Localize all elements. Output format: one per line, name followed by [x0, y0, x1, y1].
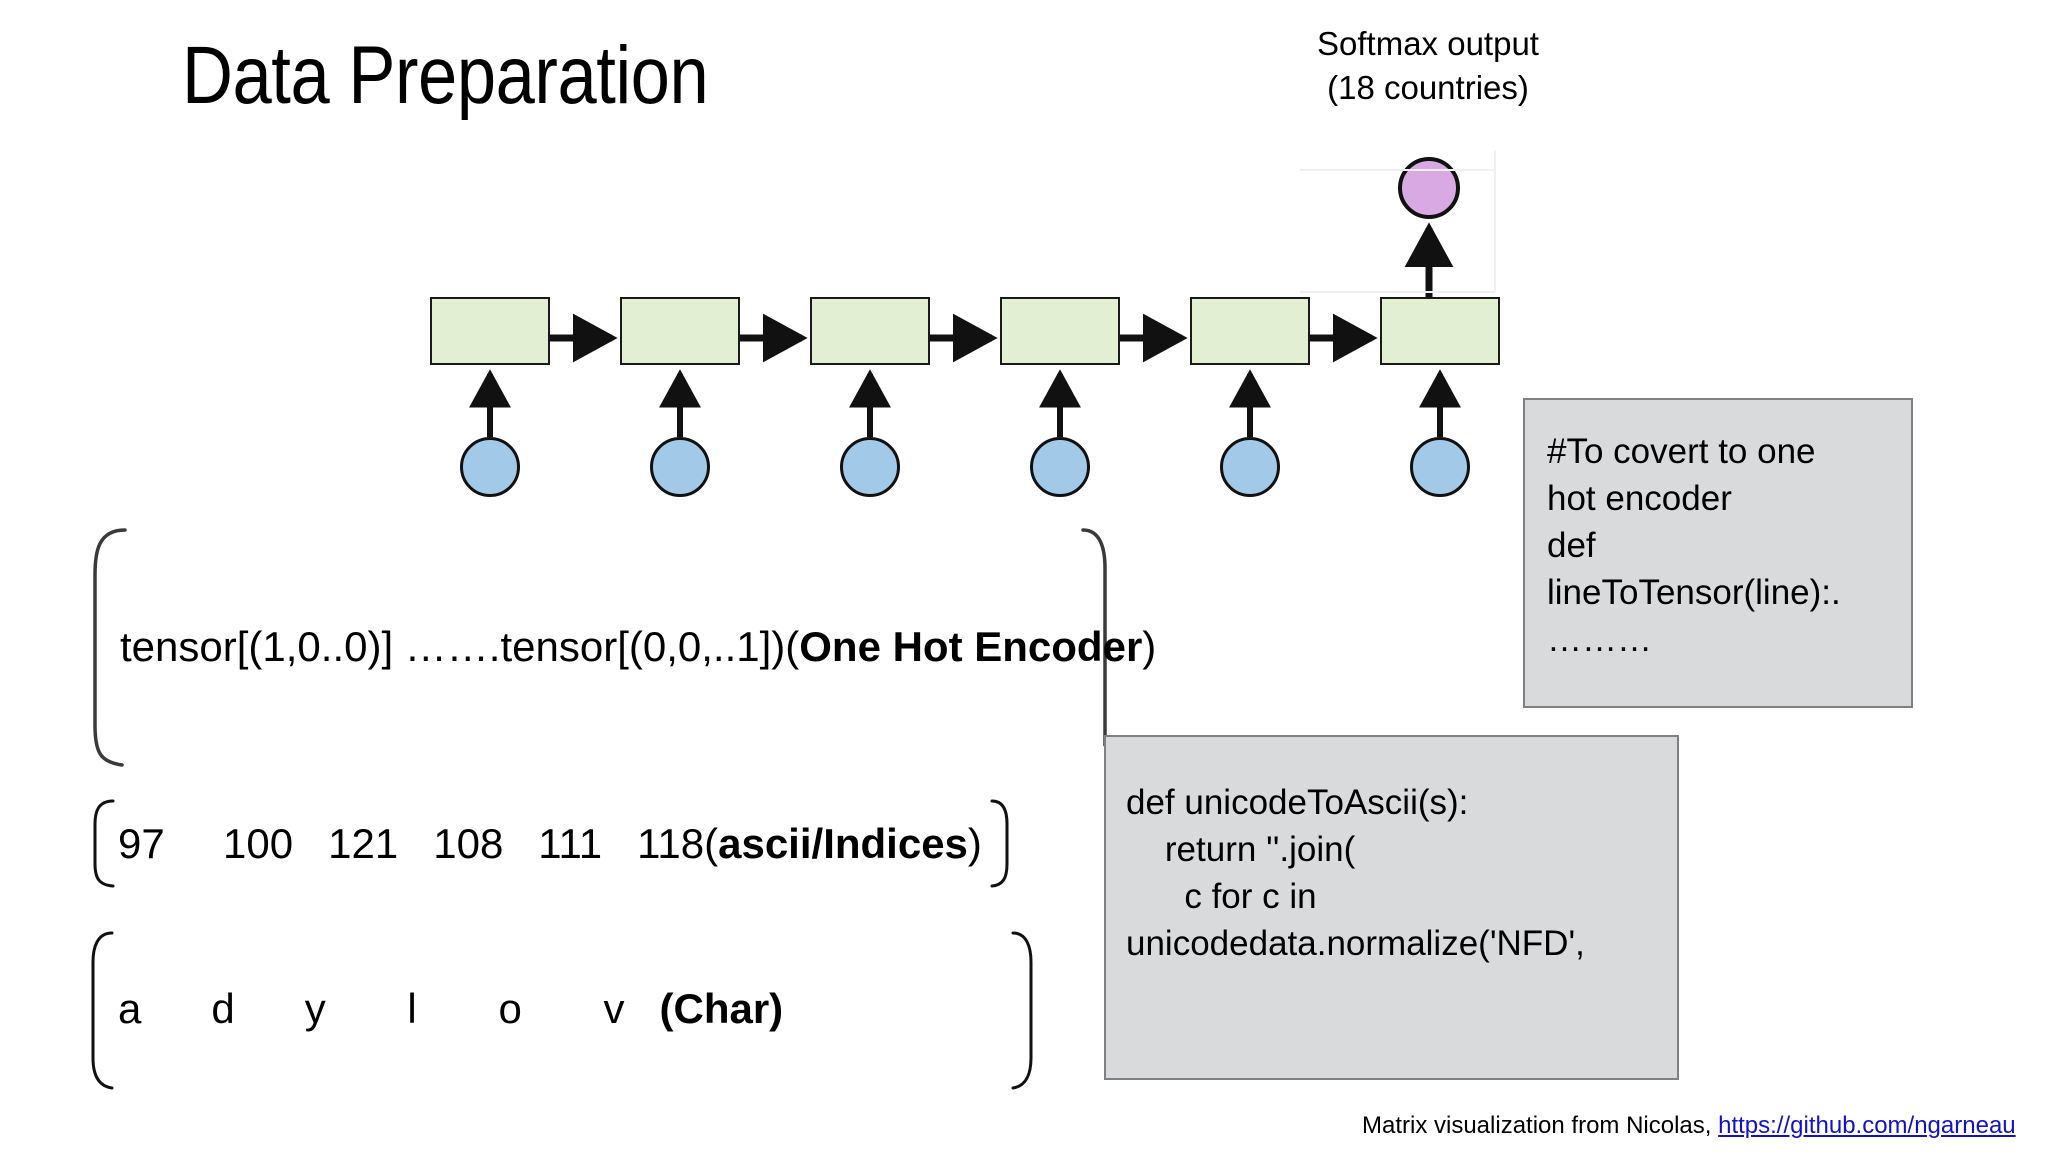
tensor-row-text: tensor[(1,0..0)] …….tensor[(0,0,..1])(: [120, 623, 800, 670]
footer-text: Matrix visualization from Nicolas,: [1362, 1112, 1719, 1139]
footer-attribution: Matrix visualization from Nicolas, https…: [1362, 1112, 2016, 1140]
softmax-caption-line2: (18 countries): [1327, 69, 1529, 106]
rnn-cell-5[interactable]: [1190, 297, 1310, 365]
tensor-row-label: One Hot Encoder: [799, 623, 1143, 670]
rnn-input-circle-4[interactable]: [1030, 437, 1090, 497]
page-title: Data Preparation: [182, 30, 709, 121]
ascii-row-text: 97 100 121 108 111 118(: [118, 820, 719, 867]
ascii-row-suffix: ): [967, 820, 982, 867]
rnn-input-circle-5[interactable]: [1220, 437, 1280, 497]
softmax-output-circle[interactable]: [1398, 157, 1460, 219]
rnn-cell-2[interactable]: [620, 297, 740, 365]
softmax-output-caption: Softmax output (18 countries): [1288, 22, 1568, 110]
code-box-unicode-to-ascii[interactable]: def unicodeToAscii(s): return ''.join( c…: [1104, 735, 1679, 1080]
guide-lines: [1300, 150, 1496, 293]
rnn-input-circle-2[interactable]: [650, 437, 710, 497]
input-arrows: [469, 369, 1461, 437]
footer-link[interactable]: https://github.com/ngarneau: [1718, 1112, 2016, 1139]
rnn-input-circle-1[interactable]: [460, 437, 520, 497]
rnn-cell-3[interactable]: [810, 297, 930, 365]
code-box-one-hot-encoder[interactable]: #To covert to one hot encoder def lineTo…: [1523, 398, 1913, 708]
softmax-caption-line1: Softmax output: [1317, 25, 1539, 62]
rnn-cell-6[interactable]: [1380, 297, 1500, 365]
char-row-label: (Char): [659, 985, 784, 1032]
ascii-row-label: ascii/Indices: [718, 820, 968, 867]
char-row-text: a d y l o v: [118, 985, 660, 1032]
char-row: a d y l o v (Char): [118, 985, 783, 1033]
rnn-cell-1[interactable]: [430, 297, 550, 365]
rnn-cell-4[interactable]: [1000, 297, 1120, 365]
rnn-input-circle-3[interactable]: [840, 437, 900, 497]
rnn-input-circle-6[interactable]: [1410, 437, 1470, 497]
ascii-row: 97 100 121 108 111 118(ascii/Indices): [118, 820, 982, 868]
tensor-row-suffix: ): [1142, 623, 1157, 670]
tensor-row: tensor[(1,0..0)] …….tensor[(0,0,..1])(On…: [120, 623, 1156, 671]
